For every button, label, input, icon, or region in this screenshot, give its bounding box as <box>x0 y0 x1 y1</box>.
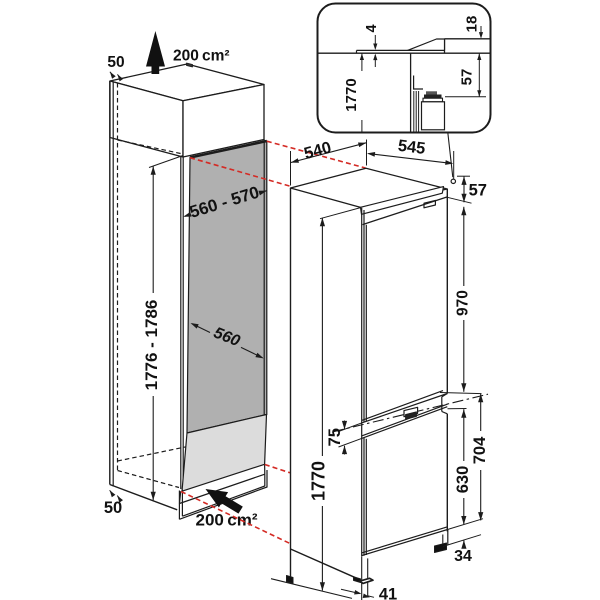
svg-text:50: 50 <box>107 54 124 71</box>
svg-text:1770: 1770 <box>343 78 360 111</box>
svg-text:1770: 1770 <box>309 461 329 501</box>
svg-text:970: 970 <box>454 290 471 316</box>
svg-text:18: 18 <box>464 16 481 33</box>
svg-text:545: 545 <box>397 137 427 158</box>
svg-text:630: 630 <box>454 466 472 494</box>
svg-text:4: 4 <box>364 24 380 32</box>
svg-text:75: 75 <box>326 428 344 446</box>
svg-text:200 cm²: 200 cm² <box>196 511 258 530</box>
svg-text:34: 34 <box>454 548 472 565</box>
svg-text:57: 57 <box>459 69 476 86</box>
svg-text:50: 50 <box>104 499 122 517</box>
svg-text:41: 41 <box>379 586 397 600</box>
svg-text:1776 - 1786: 1776 - 1786 <box>142 300 161 391</box>
svg-text:57: 57 <box>469 182 487 200</box>
svg-text:200 cm²: 200 cm² <box>173 48 230 65</box>
svg-text:704: 704 <box>471 436 489 464</box>
